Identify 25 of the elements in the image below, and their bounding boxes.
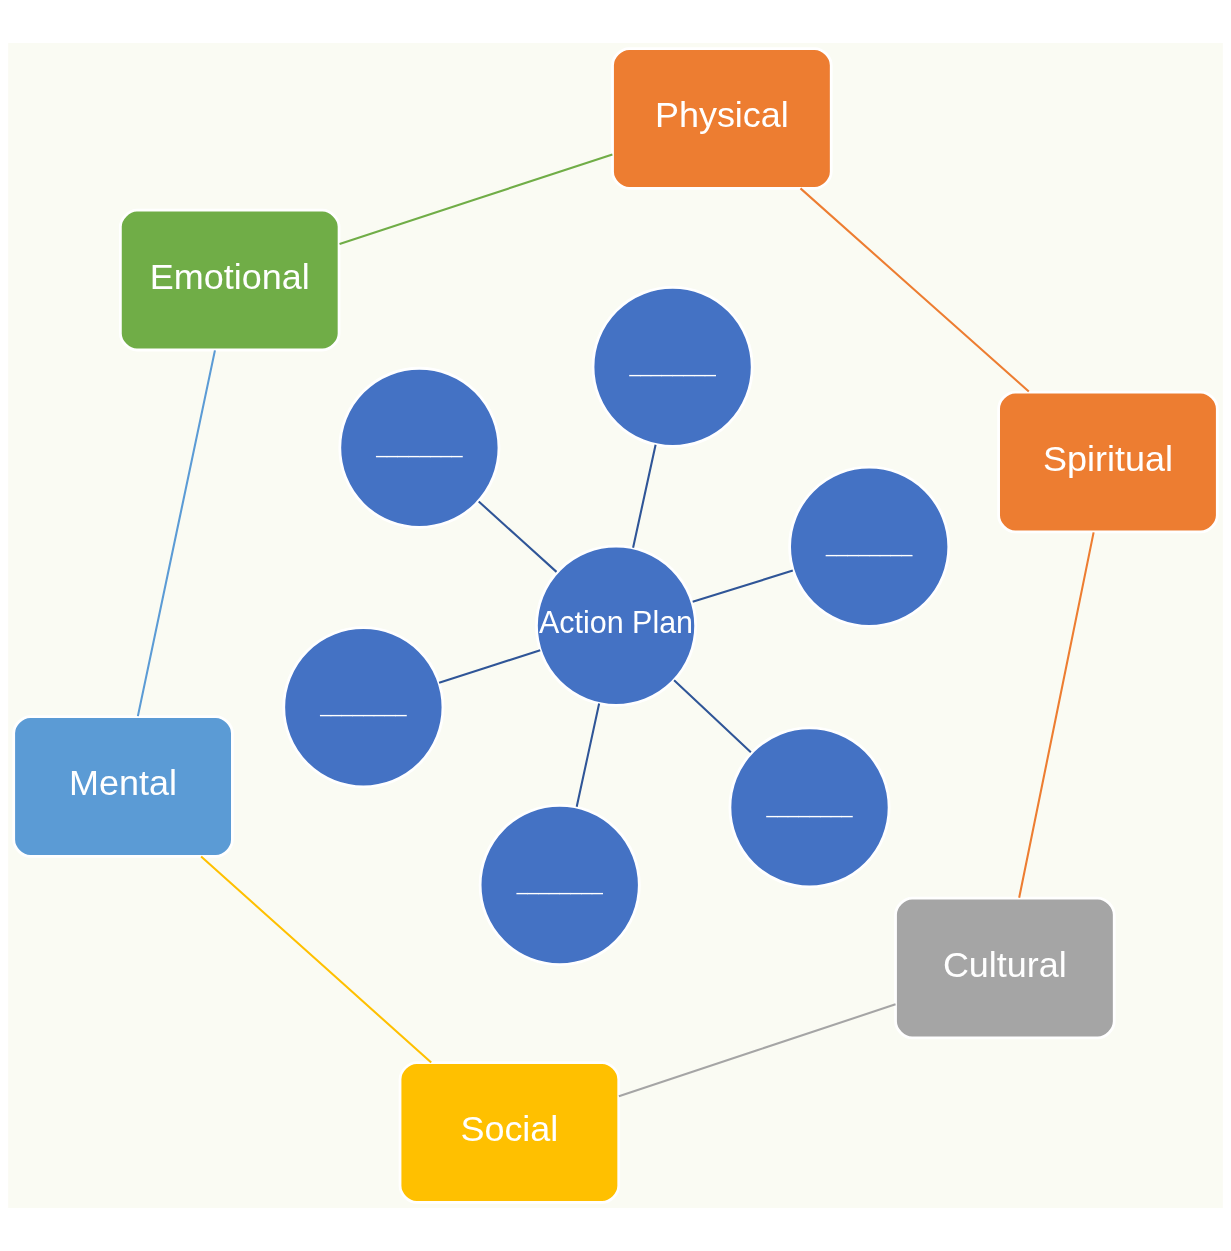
node-circle: Action Plan — [535, 544, 697, 707]
connector — [339, 153, 613, 245]
node-box: Physical — [611, 47, 833, 190]
node-circle: ________ — [478, 804, 641, 966]
connector — [799, 187, 1030, 393]
connector — [618, 1003, 896, 1098]
connector — [1018, 532, 1095, 898]
node-circle: ________ — [788, 465, 951, 628]
node-circle: ________ — [728, 726, 891, 889]
node-box: Emotional — [119, 208, 341, 352]
node-box: Spiritual — [997, 390, 1219, 534]
connector — [632, 444, 657, 548]
node-box: Cultural — [894, 896, 1116, 1040]
connector — [575, 703, 601, 808]
node-circle: ________ — [282, 626, 445, 789]
node-box: Mental — [12, 715, 234, 858]
connector — [478, 500, 558, 573]
connector — [692, 569, 794, 603]
connector — [438, 649, 541, 684]
connector — [673, 679, 752, 754]
node-circle: ________ — [591, 285, 754, 448]
connector — [136, 350, 216, 717]
connector — [200, 855, 432, 1064]
node-circle: ________ — [338, 366, 501, 529]
node-box: Social — [398, 1061, 621, 1204]
